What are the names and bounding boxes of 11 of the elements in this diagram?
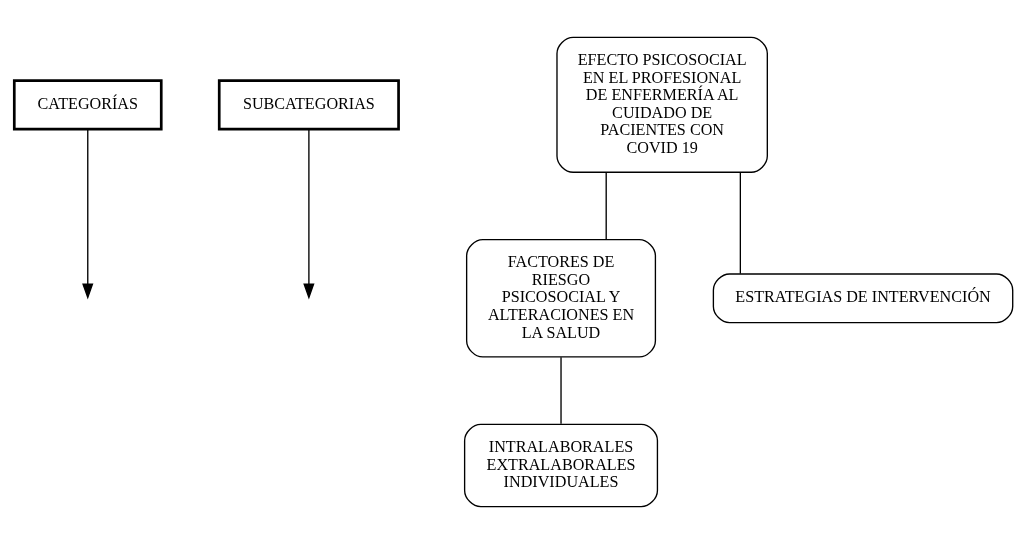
node-box: EFECTO PSICOSOCIAL EN EL PROFESIONAL DE ENFERMERÍA AL CUIDADO DE PACIENTES CON COVID 19 bbox=[556, 36, 768, 173]
node-box: FACTORES DE RIESGO PSICOSOCIAL Y ALTERACIONES EN LA SALUD bbox=[465, 238, 657, 358]
connector bbox=[739, 171, 742, 275]
node-box: CATEGORÍAS bbox=[12, 79, 163, 131]
connector bbox=[605, 171, 607, 241]
node-box: ESTRATEGIAS DE INTERVENCIÓN bbox=[712, 273, 1014, 324]
arrow bbox=[303, 128, 315, 300]
connector bbox=[560, 356, 562, 425]
arrow bbox=[82, 128, 94, 300]
node-box: INTRALABORALES EXTRALABORALES INDIVIDUALES bbox=[463, 423, 659, 508]
node-box: SUBCATEGORIAS bbox=[217, 79, 400, 131]
